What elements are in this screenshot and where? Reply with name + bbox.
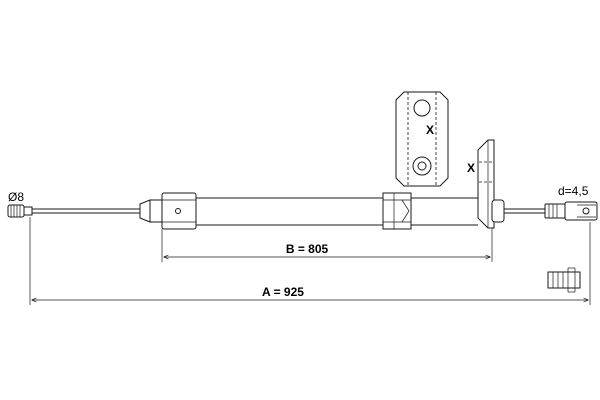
dimension-a: A = 925 (29, 217, 591, 305)
left-coupling (139, 192, 197, 230)
clevis-side-detail (547, 267, 581, 293)
diameter-left-label: Ø8 (8, 190, 24, 204)
sheath-end-piece (382, 192, 478, 230)
detail-x-bracket-view (395, 91, 449, 187)
detail-x-top-label: X (426, 123, 434, 137)
right-end-fitting (544, 201, 598, 221)
left-end-fitting (7, 204, 33, 218)
dimension-a-label: A = 925 (262, 285, 304, 299)
inner-cable-right (504, 208, 545, 214)
detail-x-side-label: X (467, 161, 475, 175)
outer-sheath (196, 197, 383, 226)
inner-cable-left (32, 208, 140, 214)
diameter-right-label: d=4,5 (558, 184, 589, 198)
mounting-bracket (477, 139, 505, 229)
dimension-b-label: B = 805 (286, 242, 329, 256)
dimension-b: B = 805 (161, 228, 493, 262)
